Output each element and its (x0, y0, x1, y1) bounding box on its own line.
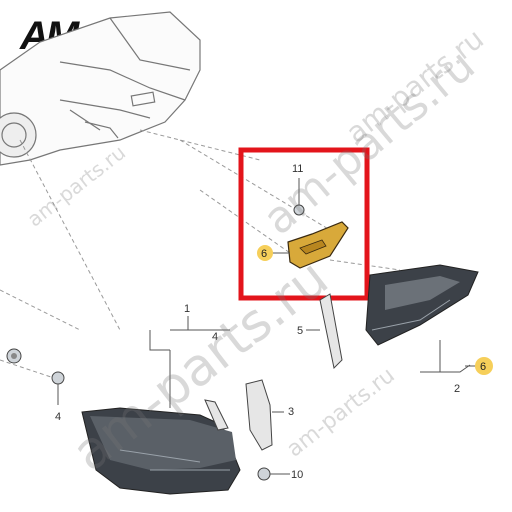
callout-6-right: 6 (480, 361, 486, 373)
left-fasteners (6, 348, 65, 405)
highlight-frame (238, 147, 370, 301)
trim-strip-5 (306, 293, 343, 370)
callout-2: 2 (454, 383, 460, 395)
screw-10 (257, 467, 290, 481)
callout-3: 3 (288, 406, 294, 418)
car-illustration (0, 11, 201, 166)
callout-4: 4 (212, 331, 218, 343)
inner-tail-lamp-2 (365, 264, 479, 373)
callout-4-left: 4 (55, 411, 61, 423)
callout-1: 1 (184, 303, 190, 315)
outer-tail-lamp-1 (81, 316, 241, 495)
nut-11 (293, 178, 305, 216)
guide-lines (0, 129, 401, 381)
badge-6-frame: 6 (257, 245, 273, 261)
callout-6-frame: 6 (261, 248, 267, 260)
callout-11: 11 (292, 163, 303, 175)
callout-10: 10 (291, 469, 303, 481)
bracket-3 (245, 379, 284, 451)
badge-6-right: 6 (475, 357, 493, 375)
callout-5: 5 (297, 325, 303, 337)
bracket-6 (272, 221, 349, 269)
